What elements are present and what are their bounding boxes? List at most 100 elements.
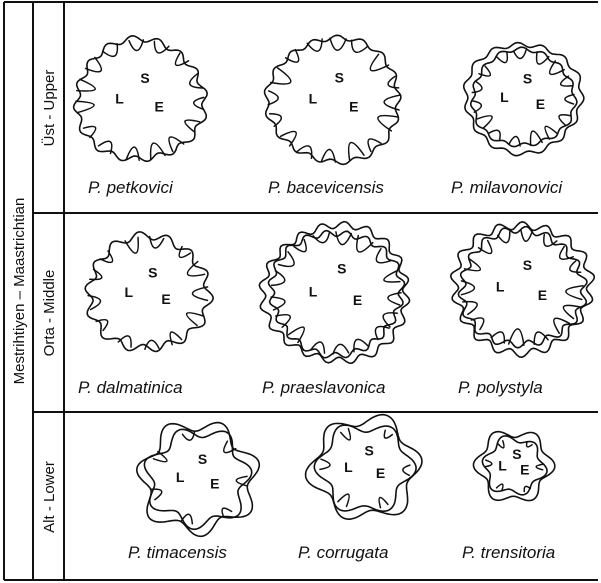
specimen-figure: L SE bbox=[265, 35, 401, 164]
specimen-mark: L bbox=[125, 284, 134, 300]
specimen-mark: L bbox=[344, 459, 353, 475]
septum-fold bbox=[118, 336, 131, 347]
septum-fold bbox=[271, 297, 285, 310]
septum-fold bbox=[403, 465, 410, 475]
specimen-mark: S bbox=[198, 451, 207, 467]
septum-fold bbox=[187, 313, 203, 326]
specimen-inner-wall bbox=[471, 47, 577, 146]
species-label: P. bacevicensis bbox=[268, 178, 384, 197]
septum-fold bbox=[341, 429, 351, 440]
septum-fold bbox=[320, 459, 330, 469]
specimens: LSELSELSELSELSELSELSELSELSE bbox=[74, 35, 595, 536]
specimen-figure: LSE bbox=[474, 432, 555, 501]
specimen-mark: S bbox=[140, 70, 149, 86]
specimen-inner-wall bbox=[269, 231, 405, 358]
specimen-mark: E bbox=[155, 98, 164, 114]
specimen-mark: E bbox=[520, 462, 529, 478]
septum-fold bbox=[384, 430, 392, 438]
species-label: P. praeslavonica bbox=[262, 378, 386, 397]
septum-fold bbox=[537, 52, 549, 64]
septum-fold bbox=[338, 494, 349, 506]
stage-label-lower: Alt - Lower bbox=[41, 461, 58, 533]
species-label: P. corrugata bbox=[298, 543, 388, 562]
specimen-mark: L bbox=[498, 457, 507, 473]
specimen-mark: S bbox=[365, 442, 374, 458]
septum-fold bbox=[531, 131, 543, 145]
septum-fold bbox=[561, 76, 573, 86]
septum-fold bbox=[379, 497, 388, 507]
specimen-mark: S bbox=[337, 261, 346, 277]
septum-fold bbox=[86, 57, 102, 71]
septum-fold bbox=[388, 76, 399, 88]
septum-fold bbox=[276, 315, 290, 328]
specimen-mark: L bbox=[500, 89, 509, 105]
specimen-inner-wall bbox=[314, 425, 416, 511]
septum-fold bbox=[378, 116, 398, 131]
septum-fold bbox=[129, 40, 143, 51]
group-label: Mestrihtiyen – Maastrichtian bbox=[11, 198, 28, 385]
species-label: P. petkovici bbox=[88, 178, 174, 197]
septum-fold bbox=[77, 79, 95, 91]
septum-fold bbox=[330, 38, 346, 50]
septum-fold bbox=[472, 318, 484, 330]
species-label: P. dalmatinica bbox=[78, 378, 183, 397]
septum-fold bbox=[565, 95, 574, 105]
specimen-outline bbox=[74, 36, 208, 162]
stage-label-middle: Orta - Middle bbox=[41, 270, 58, 357]
specimen-mark: L bbox=[115, 91, 124, 107]
septum-fold bbox=[465, 259, 481, 271]
specimen-mark: E bbox=[353, 292, 362, 308]
septum-fold bbox=[96, 320, 108, 331]
septum-fold bbox=[236, 476, 247, 485]
specimen-mark: E bbox=[210, 476, 219, 492]
septum-fold bbox=[497, 484, 503, 491]
septum-fold bbox=[224, 441, 236, 452]
septum-fold bbox=[76, 101, 94, 112]
specimen-mark: S bbox=[523, 70, 532, 86]
septum-fold bbox=[536, 464, 543, 470]
specimen-figure: L SE bbox=[259, 222, 409, 364]
specimen-mark: L bbox=[176, 469, 185, 485]
specimen-inner-wall bbox=[458, 227, 587, 348]
specimen-mark: S bbox=[148, 265, 157, 281]
specimen-figure: LSE bbox=[464, 43, 584, 156]
specimen-figure: LSE bbox=[85, 232, 213, 352]
stage-label-upper: Üst - Upper bbox=[40, 70, 58, 147]
species-label: P. trensitoria bbox=[462, 543, 555, 562]
species-label: P. milavonovici bbox=[451, 178, 563, 197]
septum-fold bbox=[534, 332, 548, 344]
specimen-figure: LSE bbox=[74, 36, 208, 162]
specimen-mark: E bbox=[161, 291, 170, 307]
specimen-mark: L bbox=[309, 91, 318, 107]
septum-fold bbox=[514, 50, 527, 58]
specimen-mark: L bbox=[309, 284, 318, 300]
specimen-mark: S bbox=[335, 70, 344, 86]
specimen-figure: LSE bbox=[137, 423, 259, 537]
specimen-mark: E bbox=[536, 96, 545, 112]
specimen-mark: S bbox=[523, 257, 532, 273]
septum-fold bbox=[336, 232, 351, 245]
species-label: P. timacensis bbox=[128, 543, 227, 562]
septum-fold bbox=[154, 41, 169, 53]
specimen-mark: L bbox=[496, 279, 505, 295]
septum-fold bbox=[472, 101, 481, 112]
septum-fold bbox=[100, 251, 112, 262]
septum-fold bbox=[185, 120, 200, 132]
specimen-outline bbox=[259, 222, 409, 364]
specimen-mark: S bbox=[512, 446, 521, 462]
specimen-figure: LSE bbox=[306, 415, 422, 520]
septum-fold bbox=[145, 340, 159, 349]
septum-fold bbox=[479, 66, 490, 76]
species-label: P. polystyla bbox=[458, 378, 543, 397]
specimen-outline bbox=[464, 43, 584, 156]
specimen-figure: L SE bbox=[451, 222, 595, 357]
septum-fold bbox=[485, 460, 492, 467]
specimen-outline bbox=[137, 423, 259, 537]
specimen-mark: E bbox=[349, 99, 358, 115]
specimen-mark: E bbox=[538, 287, 547, 303]
specimen-outline bbox=[265, 35, 401, 164]
septum-fold bbox=[289, 327, 305, 342]
septum-fold bbox=[521, 231, 532, 242]
specimen-mark: E bbox=[376, 465, 385, 481]
